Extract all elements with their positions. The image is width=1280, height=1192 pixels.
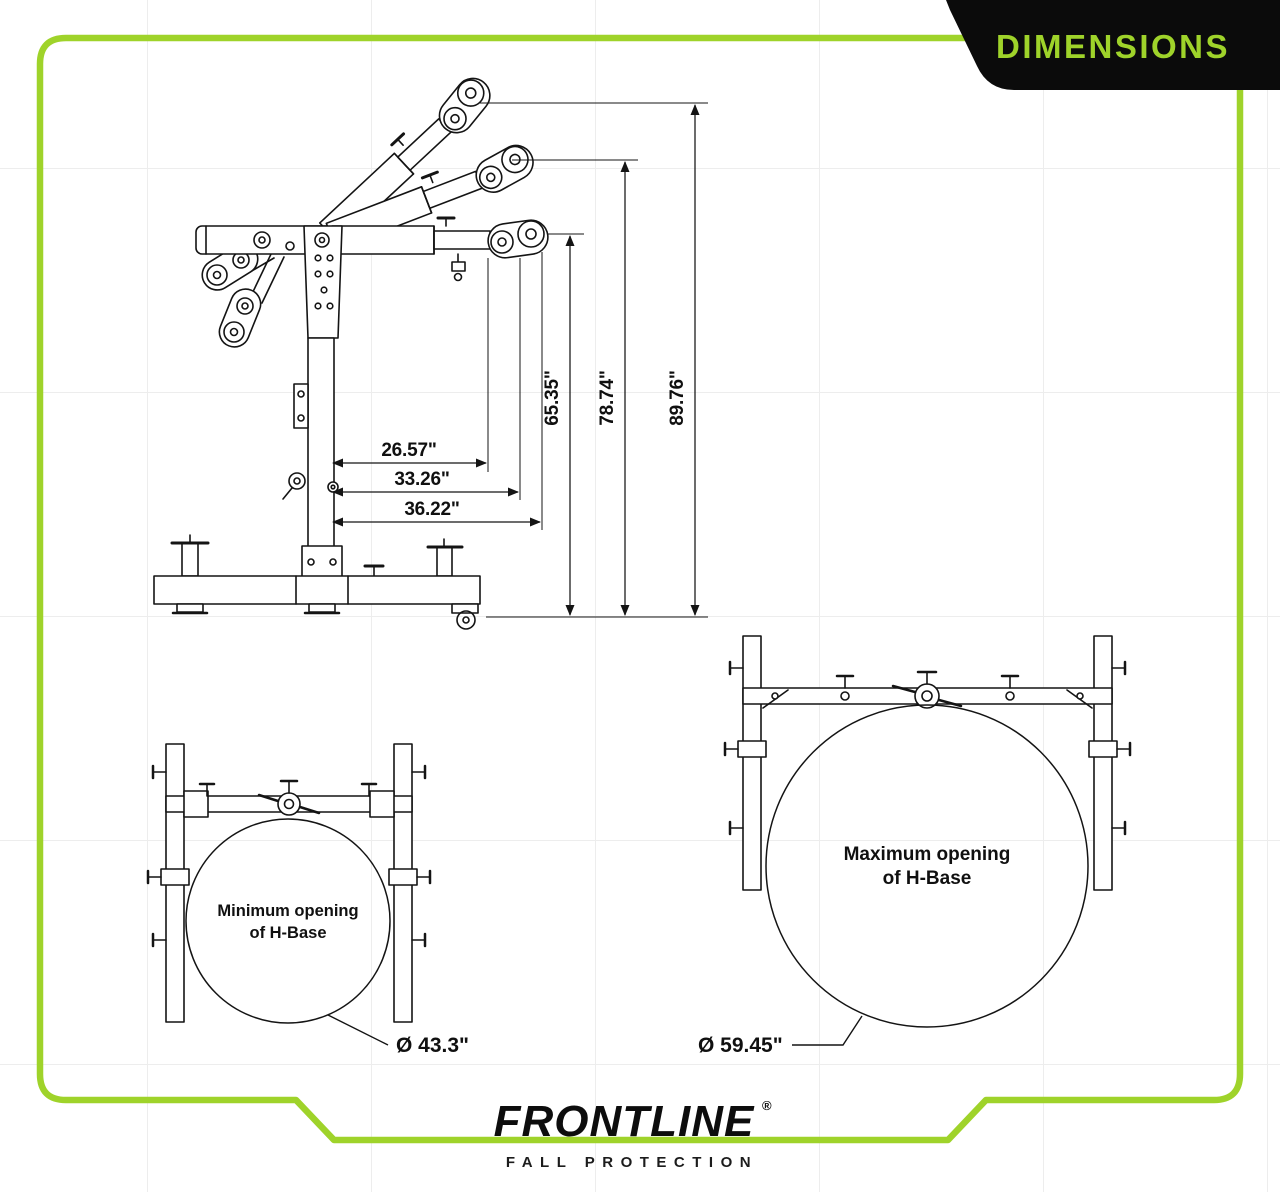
min-hbase-view xyxy=(146,743,432,1024)
dimensions-banner: DIMENSIONS xyxy=(946,0,1280,90)
dim-reach-3: 36.22" xyxy=(404,499,459,520)
brand-logo: FRONTLINE ® FALL PROTECTION xyxy=(494,1097,772,1171)
dim-height-1: 65.35" xyxy=(542,370,563,425)
min-opening-label-line1: Minimum opening xyxy=(217,902,358,920)
mast xyxy=(282,337,343,579)
caster-wheel xyxy=(456,610,476,630)
registered-trademark: ® xyxy=(762,1098,772,1113)
side-view-dimensions: 26.57" 33.26" 36.22" 65.35" 78.74" 89.76… xyxy=(332,102,708,618)
min-opening-circle xyxy=(185,818,391,1024)
dim-reach-1: 26.57" xyxy=(381,440,436,461)
min-diameter-label: Ø 43.3" xyxy=(396,1034,469,1057)
base-assembly xyxy=(153,534,481,630)
ghost-arm-lower xyxy=(218,251,285,348)
max-diameter-label: Ø 59.45" xyxy=(698,1034,783,1057)
arm-hook xyxy=(451,253,466,282)
max-right-rail xyxy=(1093,635,1113,891)
brand-tagline: FALL PROTECTION xyxy=(506,1154,758,1171)
max-opening-circle xyxy=(765,704,1089,1028)
arm-left-stub xyxy=(195,225,333,255)
mast-gusset xyxy=(303,225,343,339)
max-opening-label-line2: of H-Base xyxy=(883,868,972,889)
davit-side-view xyxy=(153,66,552,630)
banner-background xyxy=(946,0,1280,90)
dim-reach-2: 33.26" xyxy=(394,469,449,490)
dim-height-3: 89.76" xyxy=(667,370,688,425)
max-left-rail xyxy=(742,635,762,891)
min-hbase-labels: Minimum opening of H-Base Ø 43.3" xyxy=(217,902,469,1057)
min-opening-label-line2: of H-Base xyxy=(249,924,326,942)
banner-title: DIMENSIONS xyxy=(996,28,1230,65)
brand-name: FRONTLINE xyxy=(494,1097,755,1146)
max-hbase-labels: Maximum opening of H-Base Ø 59.45" xyxy=(698,844,1010,1057)
dim-height-2: 78.74" xyxy=(597,370,618,425)
max-opening-label-line1: Maximum opening xyxy=(844,844,1011,865)
max-hbase-view xyxy=(723,635,1132,1028)
